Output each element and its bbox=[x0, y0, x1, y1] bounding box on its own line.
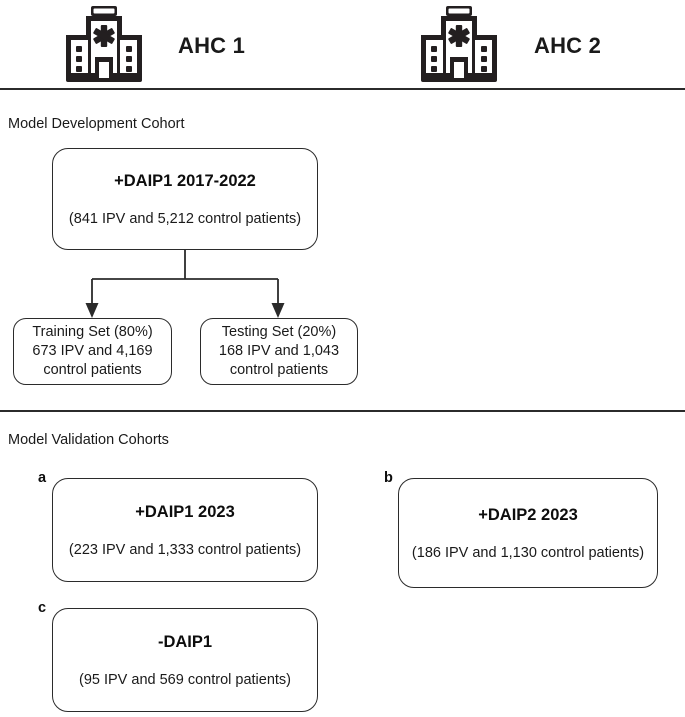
hospital-icon bbox=[417, 5, 501, 83]
node-line-1: Testing Set (20%) bbox=[221, 324, 337, 340]
panel-letter-c: c bbox=[38, 600, 47, 616]
node-line-3: control patients bbox=[43, 362, 142, 378]
site-label-ahc-2: AHC 2 bbox=[534, 33, 602, 58]
node-title: +DAIP2 2023 bbox=[478, 505, 578, 524]
node-subtitle: (841 IPV and 5,212 control patients) bbox=[68, 210, 302, 227]
node-training-set: Training Set (80%) 673 IPV and 4,169 con… bbox=[13, 318, 172, 385]
panel-letter-b: b bbox=[384, 470, 393, 486]
node-title: -DAIP1 bbox=[157, 632, 213, 651]
hospital-icon bbox=[62, 5, 146, 83]
node-testing-set: Testing Set (20%) 168 IPV and 1,043 cont… bbox=[200, 318, 358, 385]
node-title: +DAIP1 2017-2022 bbox=[114, 171, 256, 190]
node-daip2-2023: +DAIP2 2023 (186 IPV and 1,130 control p… bbox=[398, 478, 658, 588]
node-daip1-development: +DAIP1 2017-2022 (841 IPV and 5,212 cont… bbox=[52, 148, 318, 250]
section-caption-validation: Model Validation Cohorts bbox=[8, 432, 169, 448]
node-daip1-2023: +DAIP1 2023 (223 IPV and 1,333 control p… bbox=[52, 478, 318, 582]
node-line-3: control patients bbox=[229, 362, 329, 378]
section-divider-middle bbox=[0, 410, 685, 412]
node-subtitle: (95 IPV and 569 control patients) bbox=[79, 671, 291, 688]
arrowhead-testing bbox=[271, 303, 285, 318]
node-line-2: 673 IPV and 4,169 bbox=[32, 343, 153, 359]
section-caption-development: Model Development Cohort bbox=[8, 116, 185, 132]
node-line-2: 168 IPV and 1,043 bbox=[218, 343, 340, 359]
arrowhead-training bbox=[85, 303, 99, 318]
node-daip1-negative: -DAIP1 (95 IPV and 569 control patients) bbox=[52, 608, 318, 712]
site-label-ahc-1: AHC 1 bbox=[178, 33, 246, 58]
node-subtitle: (223 IPV and 1,333 control patients) bbox=[68, 541, 302, 558]
node-title: +DAIP1 2023 bbox=[135, 502, 235, 521]
node-line-1: Training Set (80%) bbox=[32, 324, 153, 340]
section-divider-top bbox=[0, 88, 685, 90]
panel-letter-a: a bbox=[38, 470, 47, 486]
node-subtitle: (186 IPV and 1,130 control patients) bbox=[411, 544, 645, 561]
